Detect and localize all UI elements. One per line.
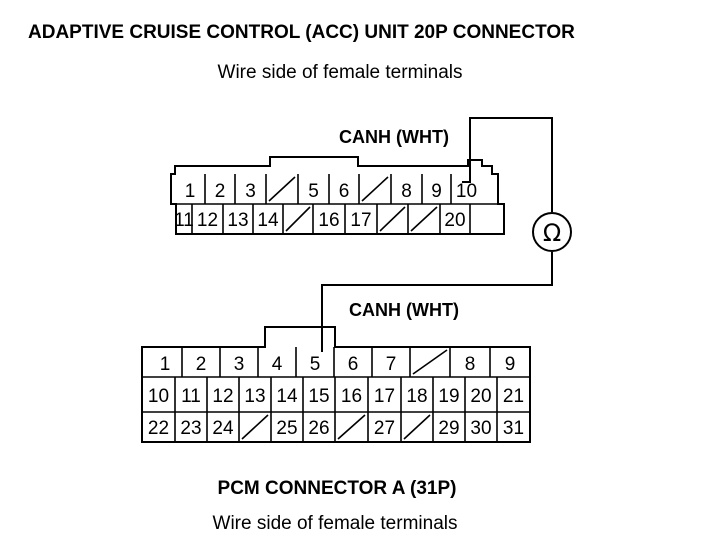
- acc-pin: 14: [257, 210, 279, 231]
- pcm-pin: 23: [180, 418, 201, 439]
- acc-pin: 20: [444, 210, 465, 231]
- pcm-pin: 17: [374, 386, 395, 407]
- empty-cavity: [285, 206, 311, 232]
- acc-pin: 5: [308, 181, 319, 202]
- acc-pin: 3: [245, 181, 256, 202]
- pcm-pin: 1: [160, 354, 171, 375]
- acc-pin: 1: [185, 181, 196, 202]
- pcm-pin: 29: [438, 418, 459, 439]
- pcm-pin: 19: [438, 386, 459, 407]
- pcm-pin: 3: [234, 354, 245, 375]
- pcm-pin: 11: [181, 386, 201, 407]
- pcm-pin: 15: [308, 386, 329, 407]
- subtitle-bottom: Wire side of female terminals: [213, 513, 458, 534]
- pcm-pin: 26: [308, 418, 329, 439]
- pcm-pin: 21: [503, 386, 524, 407]
- pcm-pin: 5: [310, 354, 321, 375]
- wire-label-bottom: CANH (WHT): [349, 300, 459, 320]
- empty-cavity: [379, 206, 406, 232]
- pcm-pin: 4: [272, 354, 283, 375]
- pcm-pin: 7: [386, 354, 397, 375]
- pcm-pin: 20: [470, 386, 491, 407]
- pcm-pin: 27: [374, 418, 395, 439]
- pcm-pin: 16: [341, 386, 362, 407]
- ohm-symbol: Ω: [543, 219, 561, 247]
- pcm-pin: 14: [276, 386, 298, 407]
- pcm-pin: 12: [212, 386, 233, 407]
- acc-pin: 6: [339, 181, 350, 202]
- pcm-pin: 6: [348, 354, 359, 375]
- acc-pin: 8: [401, 181, 412, 202]
- ohmmeter-icon: [532, 212, 572, 252]
- pcm-pin: 25: [276, 418, 297, 439]
- acc-pin: 9: [431, 181, 442, 202]
- acc-pin: 13: [227, 210, 248, 231]
- acc-pin: 12: [197, 210, 218, 231]
- pcm-pin: 22: [148, 418, 169, 439]
- pcm-pin: 9: [505, 354, 516, 375]
- empty-cavity: [337, 414, 366, 440]
- test-wiring: [321, 117, 572, 352]
- subtitle-top: Wire side of female terminals: [218, 62, 463, 83]
- acc-pin: 11: [174, 210, 194, 231]
- empty-cavity: [410, 206, 438, 232]
- pcm-connector-title: PCM CONNECTOR A (31P): [218, 478, 457, 499]
- pcm-pin: 10: [148, 386, 169, 407]
- empty-cavity: [361, 176, 389, 202]
- empty-cavity: [412, 349, 448, 375]
- pcm-pin: 24: [212, 418, 234, 439]
- diagram-title: ADAPTIVE CRUISE CONTROL (ACC) UNIT 20P C…: [28, 22, 575, 43]
- pcm-pin: 31: [503, 418, 524, 439]
- pcm-pin: 2: [196, 354, 207, 375]
- pcm-pin: 8: [465, 354, 476, 375]
- empty-cavity: [268, 176, 296, 202]
- acc-pin: 16: [318, 210, 339, 231]
- wire-label-top: CANH (WHT): [339, 127, 449, 147]
- acc-pin: 10: [456, 181, 477, 202]
- acc-pin: 2: [215, 181, 226, 202]
- empty-cavity: [403, 414, 431, 440]
- acc-pin: 17: [350, 210, 371, 231]
- empty-cavity: [241, 414, 269, 440]
- pcm-pin: 13: [244, 386, 265, 407]
- pcm-pin: 30: [470, 418, 491, 439]
- pcm-pin: 18: [406, 386, 427, 407]
